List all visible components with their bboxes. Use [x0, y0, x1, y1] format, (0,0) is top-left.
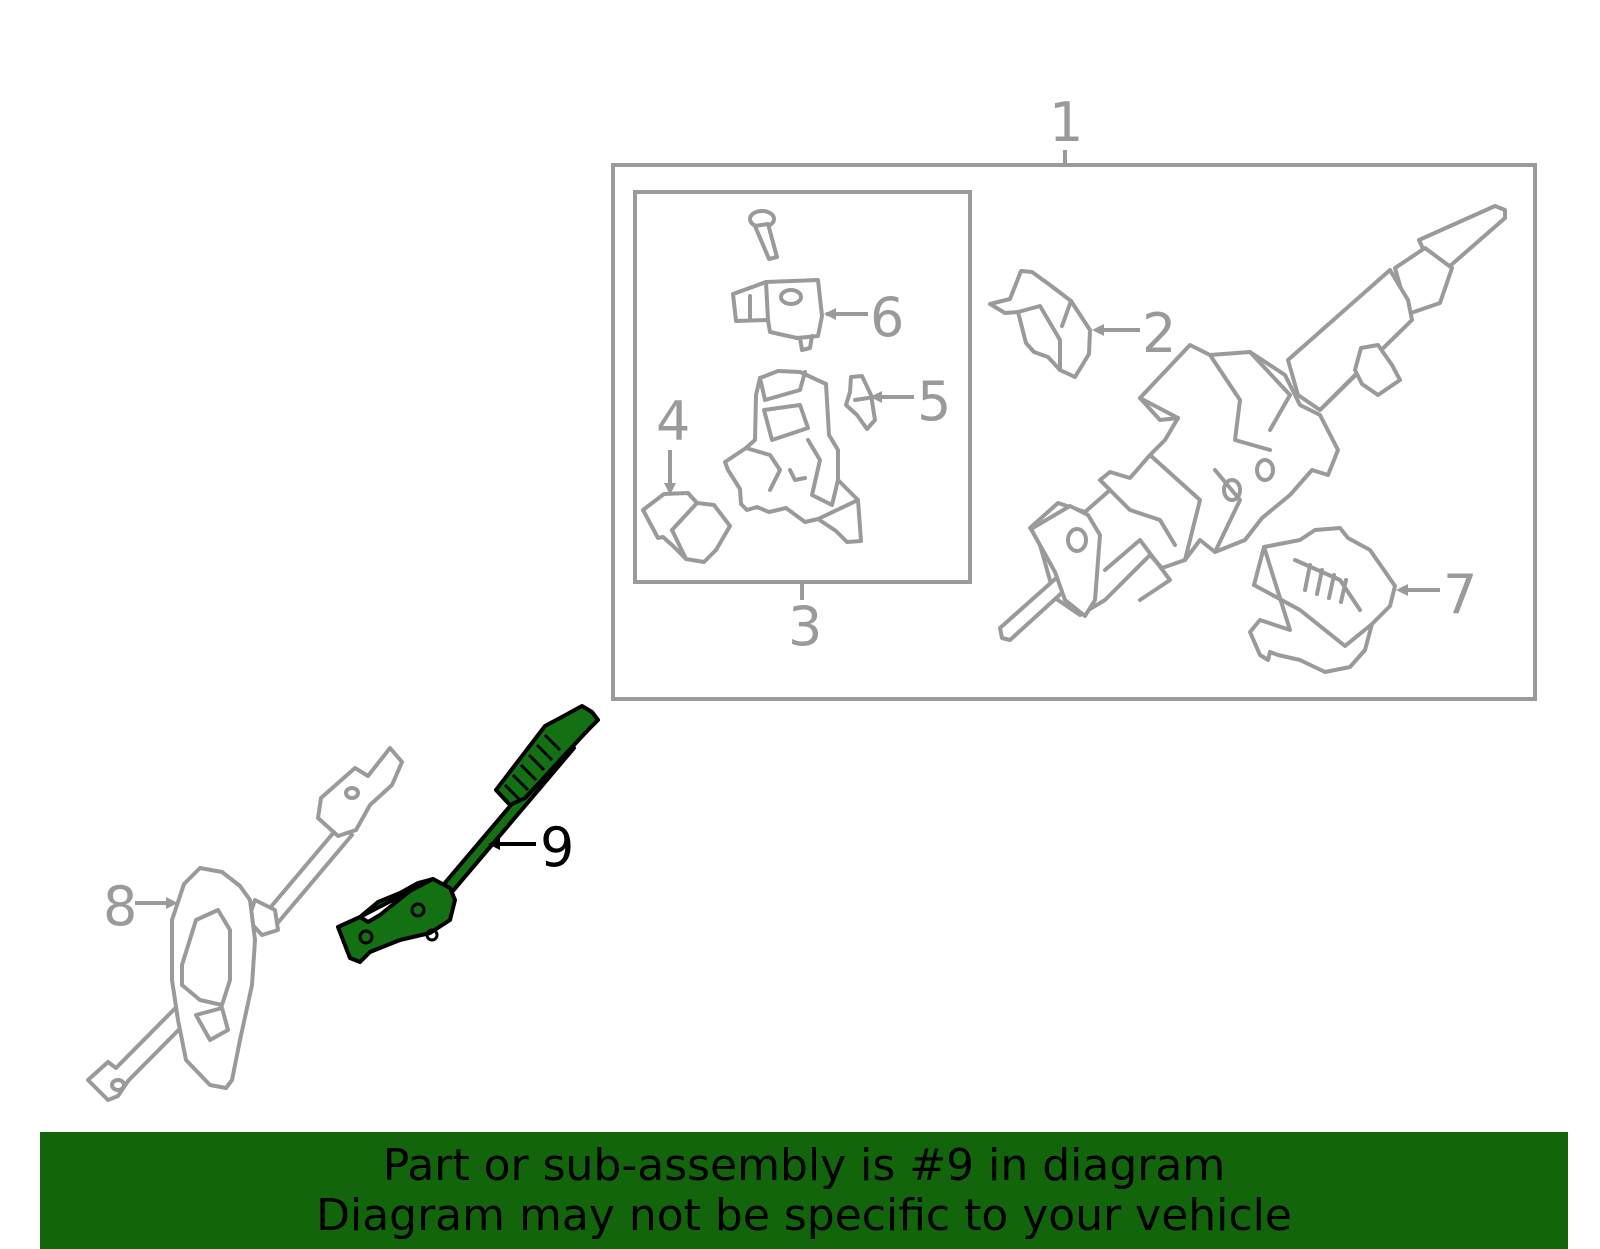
- callout-6[interactable]: 6: [870, 286, 904, 349]
- callout-2[interactable]: 2: [1142, 302, 1176, 365]
- part-4-switch[interactable]: 4: [641, 390, 732, 564]
- callout-9[interactable]: 9: [540, 816, 574, 879]
- part-7-module[interactable]: 7: [1248, 526, 1477, 674]
- part-3-lock-housing[interactable]: [723, 369, 863, 544]
- part-1-steering-column[interactable]: [998, 204, 1507, 642]
- callout-8[interactable]: 8: [103, 875, 137, 938]
- part-9-intermediate-shaft[interactable]: 9: [336, 704, 600, 964]
- part-8-lower-shaft[interactable]: 8: [86, 746, 404, 1102]
- callout-5[interactable]: 5: [917, 370, 951, 433]
- assembly-1-group: 1: [611, 91, 1537, 701]
- banner-line-1: Part or sub-assembly is #9 in diagram: [382, 1139, 1226, 1191]
- assembly-1-box: [611, 163, 1537, 701]
- callout-3[interactable]: 3: [788, 595, 822, 658]
- subassembly-3-group: 3: [633, 190, 972, 658]
- part-2-bracket[interactable]: 2: [988, 269, 1176, 379]
- callout-7[interactable]: 7: [1443, 563, 1477, 626]
- part-6-sensor[interactable]: 6: [731, 209, 904, 352]
- part-5-clip[interactable]: 5: [844, 370, 951, 433]
- callout-4[interactable]: 4: [656, 390, 690, 453]
- callout-1[interactable]: 1: [1049, 91, 1083, 154]
- banner-line-2: Diagram may not be specific to your vehi…: [316, 1189, 1292, 1241]
- info-banner: Part or sub-assembly is #9 in diagram Di…: [40, 1132, 1568, 1249]
